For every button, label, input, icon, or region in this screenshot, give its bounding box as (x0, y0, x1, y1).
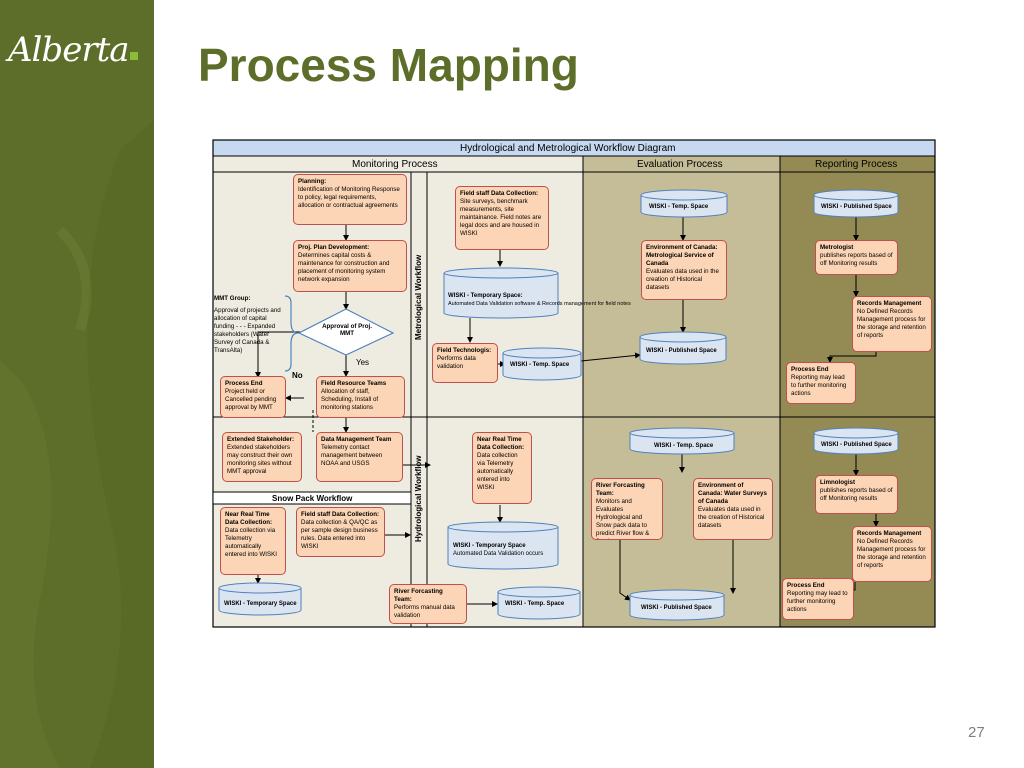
planning-head: Planning: (298, 178, 327, 185)
river-forcasting-bottom-head: River Forcasting Team: (394, 588, 443, 603)
data-mgmt-box: Data Management Team Telemetry contact m… (316, 432, 403, 482)
reporting-process-header: Reporting Process (815, 159, 898, 170)
process-end-left-head: Process End (225, 380, 263, 387)
wiski-temp-top-body: Automated Data Validation software & Rec… (448, 301, 631, 307)
planning-box: Planning: Identification of Monitoring R… (293, 174, 407, 225)
field-staff-top-head: Field staff Data Collection: (460, 190, 539, 197)
limnologist-box: Limnologist publishes reports based of o… (815, 475, 898, 514)
data-mgmt-head: Data Management Team (321, 436, 392, 443)
field-staff-top-body: Site surveys, benchmark measurements, si… (460, 198, 542, 237)
river-forcasting-eval-head: River Forcasting Team: (596, 482, 645, 497)
logo-mark (130, 52, 138, 60)
ext-stakeholder-head: Extended Stakeholder: (227, 436, 295, 443)
mmt-group-head: MMT Group: (214, 295, 251, 302)
wiski-temp-space-eval-top-label: WISKI - Temp. Space (649, 204, 709, 210)
proj-plan-body: Determines capital costs & maintenance f… (298, 252, 390, 283)
process-end-top-head: Process End (791, 366, 829, 373)
field-tech-body: Performs data validation (437, 355, 476, 370)
evaluation-process-header: Evaluation Process (637, 159, 723, 170)
wiski-pub-eval-top-label: WISKI - Published Space (646, 348, 717, 354)
snow-pack-header (212, 491, 412, 505)
wiski-temp-snow-label: WISKI - Temporary Space (224, 601, 297, 607)
process-end-left-body: Project held or Cancelled pending approv… (225, 388, 277, 411)
page-number: 27 (968, 724, 985, 741)
field-resource-body: Allocation of staff, Scheduling, Install… (321, 388, 379, 411)
field-staff-top-box: Field staff Data Collection: Site survey… (455, 186, 549, 250)
data-mgmt-body: Telemetry contact management between NOA… (321, 444, 383, 467)
proj-plan-box: Proj. Plan Development: Determines capit… (293, 240, 407, 292)
diagram-border (212, 139, 936, 628)
process-end-top-body: Reporting may lead to further monitoring… (791, 374, 847, 397)
proj-plan-head: Proj. Plan Development: (298, 244, 370, 251)
field-resource-head: Field Resource Teams (321, 380, 387, 387)
nrt-snow-box: Near Real Time Data Collection: Data col… (220, 507, 286, 575)
nrt-hydro-box: Near Real Time Data Collection: Data col… (472, 432, 532, 504)
approval-label: Approval of Proj. MMT (322, 323, 372, 337)
wiski-temp-space-mid-label: WISKI - Temp. Space (510, 362, 570, 368)
mmt-group-body: Approval of projects and allocation of c… (214, 307, 281, 354)
records-mgmt-top-head: Records Management (857, 300, 922, 307)
nrt-hydro-head: Near Real Time Data Collection: (477, 436, 525, 451)
river-forcasting-bottom-body: Performs manual data validation (394, 604, 455, 619)
wiski-pub-report-bottom-label: WISKI - Published Space (821, 442, 892, 448)
river-forcasting-bottom-box: River Forcasting Team: Performs manual d… (389, 584, 467, 624)
env-canada-water-body: Evaluates data used in the creation of H… (698, 506, 765, 529)
field-tech-head: Field Technologis: (437, 347, 492, 354)
ext-stakeholder-body: Extended stakeholders may construct thei… (227, 444, 293, 475)
metrologist-body: publishes reports based of off Monitorin… (820, 252, 893, 267)
process-end-bottom-body: Reporting may lead to further monitoring… (787, 590, 848, 613)
wiski-temp-hydro-label: WISKI - Temporary Space (453, 543, 526, 549)
alberta-logo: Alberta (8, 30, 129, 70)
records-mgmt-bottom-head: Records Management (857, 530, 922, 537)
wiski-temp-space-eval-bottom-label: WISKI - Temp. Space (654, 443, 714, 449)
wiski-pub-eval-bottom-label: WISKI - Published Space (641, 605, 712, 611)
ext-stakeholder-box: Extended Stakeholder: Extended stakehold… (222, 432, 302, 482)
process-end-bottom-box: Process End Reporting may lead to furthe… (782, 578, 854, 620)
env-canada-met-head: Environment of Canada: Metrological Serv… (646, 244, 718, 267)
sidebar-decoration (0, 120, 154, 768)
mmt-group-text: MMT Group: Approval of projects and allo… (212, 294, 288, 368)
hydrological-lane-label: Hydrological Workflow (414, 455, 423, 542)
process-end-top-box: Process End Reporting may lead to furthe… (786, 362, 856, 404)
limnologist-head: Limnologist (820, 479, 856, 486)
river-forcasting-eval-box: River Forcasting Team: Monitors and Eval… (591, 478, 663, 540)
snow-pack-title: Snow Pack Workflow (272, 494, 353, 503)
approval-diamond (297, 308, 395, 356)
records-mgmt-bottom-body: No Defined Records Management process fo… (857, 538, 926, 569)
metrologist-box: Metrologist publishes reports based of o… (815, 240, 898, 275)
field-tech-box: Field Technologis: Performs data validat… (432, 343, 498, 383)
metrological-lane-label: Metrological Workflow (414, 254, 423, 340)
env-canada-met-body: Evaluates data used in the creation of H… (646, 268, 719, 291)
wiski-temp-top-label: WISKI - Temporary Space: (448, 293, 523, 299)
field-staff-snow-head: Field staff Data Collection: (301, 511, 380, 518)
env-canada-water-head: Environment of Canada: Water Surveys of … (698, 482, 767, 505)
monitoring-process-header: Monitoring Process (352, 159, 438, 170)
records-mgmt-bottom-box: Records Management No Defined Records Ma… (852, 526, 932, 582)
field-staff-snow-body: Data collection & QA/QC as per sample de… (301, 519, 378, 550)
field-resource-box: Field Resource Teams Allocation of staff… (316, 376, 405, 418)
wiski-pub-report-top-label: WISKI - Published Space (821, 204, 892, 210)
env-canada-met-box: Environment of Canada: Metrological Serv… (641, 240, 727, 300)
nrt-snow-head: Near Real Time Data Collection: (225, 511, 273, 526)
process-end-left-box: Process End Project held or Cancelled pe… (220, 376, 286, 418)
planning-body: Identification of Monitoring Response to… (298, 186, 400, 209)
nrt-hydro-body: Data collection via Telemetry automatica… (477, 452, 518, 491)
field-staff-snow-box: Field staff Data Collection: Data collec… (296, 507, 385, 557)
metrologist-head: Metrologist (820, 244, 854, 251)
wiski-temp-hydro-body: Automated Data Validation occurs (453, 551, 544, 557)
page-title: Process Mapping (198, 39, 579, 91)
limnologist-body: publishes reports based of off Monitorin… (820, 487, 893, 502)
records-mgmt-top-body: No Defined Records Management process fo… (857, 308, 926, 339)
records-mgmt-top-box: Records Management No Defined Records Ma… (852, 296, 932, 352)
env-canada-water-box: Environment of Canada: Water Surveys of … (693, 478, 773, 540)
river-forcasting-eval-body: Monitors and Evaluates Hydrological and … (596, 498, 650, 539)
sidebar: Alberta (0, 0, 154, 768)
wiski-temp-space-bottom-label: WISKI - Temp. Space (505, 601, 565, 607)
process-end-bottom-head: Process End (787, 582, 825, 589)
yes-label: Yes (356, 358, 370, 367)
no-label: No (292, 371, 303, 380)
diagram-title: Hydrological and Metrological Workflow D… (460, 143, 676, 154)
nrt-snow-body: Data collection via Telemetry automatica… (225, 527, 277, 558)
